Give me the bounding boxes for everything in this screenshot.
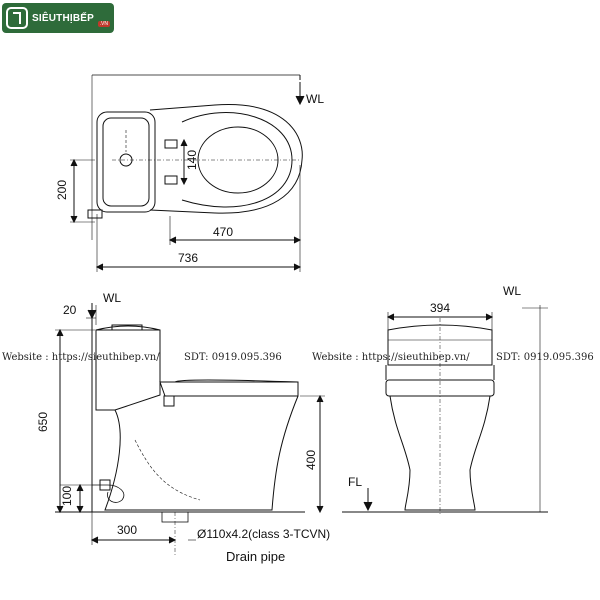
dim-470-label: 470: [213, 225, 233, 239]
dim-200-label: 200: [55, 180, 69, 200]
watermark-phone-right: SDT: 0919.095.396: [496, 352, 594, 363]
wl-label-side: WL: [103, 291, 121, 305]
dim-140-label: 140: [185, 150, 199, 170]
tank-outline: [96, 111, 156, 213]
dim-400-label: 400: [304, 450, 318, 470]
dim-650-label: 650: [36, 412, 50, 432]
watermark-phone-left: SDT: 0919.095.396: [184, 352, 282, 363]
drain-pipe-label: Drain pipe: [226, 549, 285, 564]
watermark-website-right: Website : https://sieuthibep.vn/: [312, 352, 470, 363]
dim-736-label: 736: [178, 251, 198, 265]
bowl-outline: [149, 104, 303, 214]
brand-logo-icon: [6, 7, 28, 29]
side-seat: [159, 381, 299, 397]
dim-394-label: 394: [430, 301, 450, 315]
dim-100-label: 100: [60, 486, 74, 506]
side-bowl-outline: [104, 395, 299, 511]
wl-label-top: WL: [306, 92, 324, 106]
brand-logo: SIÊUTHỊBẾP .VN: [2, 3, 114, 33]
wl-label-front: WL: [503, 284, 521, 298]
brand-logo-suffix: .VN: [97, 21, 110, 27]
watermark-website-left: Website : https://sieuthibep.vn/: [2, 352, 160, 363]
fl-label: FL: [348, 475, 362, 489]
dim-300-label: 300: [117, 523, 137, 537]
brand-logo-text: SIÊUTHỊBẾP: [32, 12, 95, 24]
front-view: 394 WL FL: [342, 284, 548, 515]
side-view: WL 20 650 100 400 300 Ø110x4.2(class 3-T…: [36, 291, 330, 564]
top-view: WL 200 140 470 736: [55, 74, 324, 272]
pipe-spec-label: Ø110x4.2(class 3-TCVN): [197, 527, 330, 541]
front-tank-outline: [387, 324, 493, 366]
side-tank-outline: [95, 329, 161, 411]
dim-20-label: 20: [63, 303, 77, 317]
